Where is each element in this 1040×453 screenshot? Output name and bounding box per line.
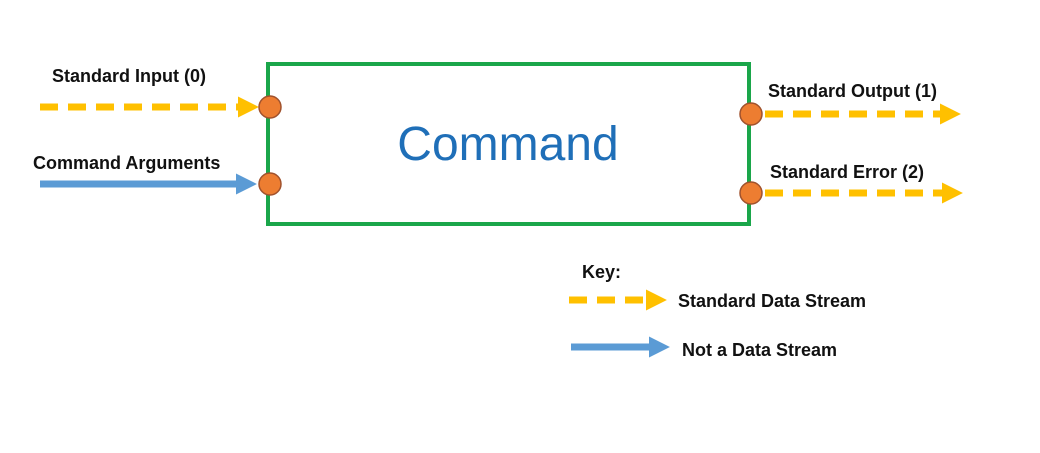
key-not-data-stream-label: Not a Data Stream — [682, 340, 837, 360]
command-box — [266, 62, 751, 226]
stdin-port — [258, 95, 282, 119]
args-label: Command Arguments — [33, 153, 220, 173]
args-port — [258, 172, 282, 196]
stdin-label: Standard Input (0) — [52, 66, 206, 86]
command-label: Command — [397, 118, 618, 171]
stdout-port — [739, 102, 763, 126]
stdout-label: Standard Output (1) — [768, 81, 937, 101]
key-title: Key: — [582, 262, 621, 282]
stderr-label: Standard Error (2) — [770, 162, 924, 182]
stderr-port — [739, 181, 763, 205]
key-data-stream-label: Standard Data Stream — [678, 291, 866, 311]
